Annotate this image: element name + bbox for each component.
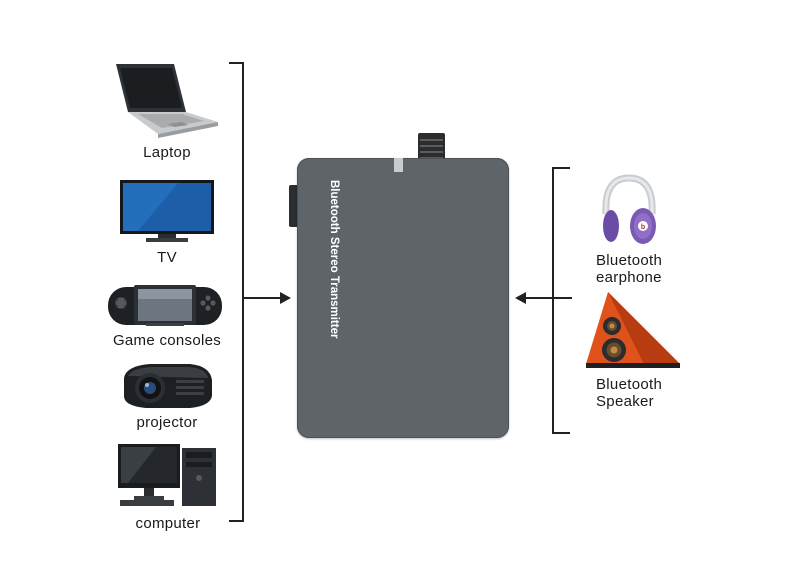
device-label: Bluetooth Stereo Transmitter: [328, 180, 340, 339]
game-consoles-label: Game consoles: [112, 332, 222, 349]
projector-icon: [124, 364, 212, 408]
earphone-label-line2: earphone: [596, 269, 662, 286]
speaker-label-line2: Speaker: [596, 393, 654, 410]
earphone-label-line1: Bluetooth: [596, 252, 663, 269]
laptop-label: Laptop: [143, 144, 191, 161]
tv-label: TV: [157, 249, 177, 266]
computer-icon: [118, 444, 216, 506]
bluetooth-earphone-label: Bluetooth earphone: [596, 252, 662, 286]
input-arrow-icon: [242, 292, 291, 304]
projector-label: projector: [136, 414, 198, 431]
tv-icon: [120, 180, 214, 242]
side-port: [289, 185, 298, 227]
computer-label: computer: [135, 515, 201, 532]
status-led: [394, 158, 403, 172]
headphones-icon: b: [602, 174, 656, 244]
speaker-label-line1: Bluetooth: [596, 376, 663, 393]
bluetooth-speaker-label: Bluetooth Speaker: [596, 376, 662, 410]
output-arrow-icon: [515, 292, 572, 304]
game-console-icon: [108, 285, 222, 326]
laptop-icon: [116, 64, 218, 138]
source-bracket: [229, 62, 244, 522]
speaker-icon: [586, 292, 680, 368]
output-bracket: [552, 167, 570, 434]
bluetooth-transmitter-device: [297, 158, 509, 438]
svg-text:b: b: [641, 224, 645, 231]
